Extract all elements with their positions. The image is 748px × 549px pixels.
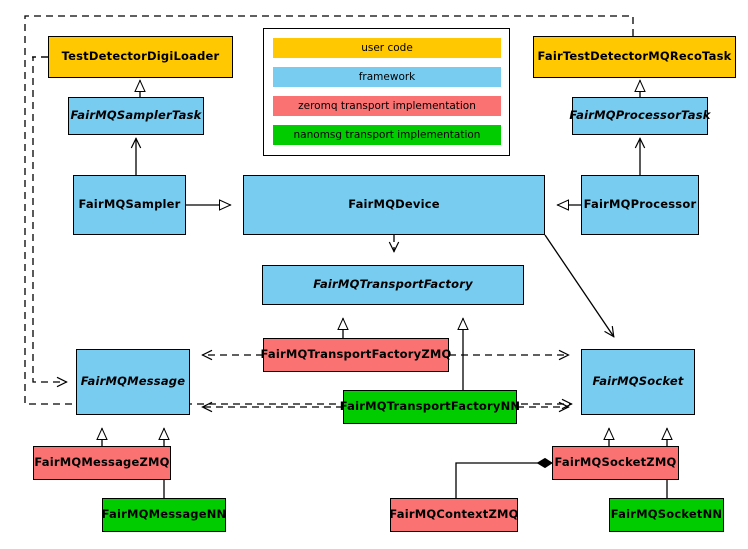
class-node-FairMQSocketNN[interactable]: FairMQSocketNN: [609, 498, 724, 532]
class-node-FairMQTransportFactoryNN[interactable]: FairMQTransportFactoryNN: [340, 390, 520, 424]
class-node-FairMQMessageZMQ[interactable]: FairMQMessageZMQ: [33, 446, 171, 480]
class-node-label: FairMQSocketNN: [610, 507, 723, 522]
class-node-FairMQMessageNN[interactable]: FairMQMessageNN: [102, 498, 226, 532]
class-node-FairMQProcessorTask[interactable]: FairMQProcessorTask: [569, 97, 711, 135]
class-node-FairMQSampler[interactable]: FairMQSampler: [73, 175, 186, 235]
class-node-FairMQTransportFactoryZMQ[interactable]: FairMQTransportFactoryZMQ: [260, 338, 452, 372]
class-node-FairMQContextZMQ[interactable]: FairMQContextZMQ: [389, 498, 519, 532]
class-node-label: FairMQProcessor: [583, 197, 697, 212]
class-node-label: FairMQSamplerTask: [70, 108, 202, 123]
class-node-label: FairMQDevice: [348, 197, 440, 212]
class-node-label: FairMQSocket: [592, 374, 684, 389]
class-node-label: FairMQSampler: [78, 197, 181, 212]
edge-socketzmq-composes-contextzmq: [455, 457, 553, 498]
legend: user code framework zeromq transport imp…: [263, 28, 510, 156]
legend-label-zeromq: zeromq transport implementation: [298, 100, 476, 112]
class-node-label: FairMQMessageNN: [101, 507, 227, 522]
class-node-label: FairTestDetectorMQRecoTask: [537, 49, 732, 64]
class-node-FairMQDevice[interactable]: FairMQDevice: [243, 175, 545, 235]
class-node-FairMQTransportFactory[interactable]: FairMQTransportFactory: [262, 265, 524, 305]
legend-label-nanomsg: nanomsg transport implementation: [293, 129, 481, 141]
class-node-FairMQSocket[interactable]: FairMQSocket: [581, 349, 695, 415]
class-node-label: FairMQProcessorTask: [569, 108, 711, 123]
legend-item-framework: framework: [273, 67, 501, 87]
legend-item-nanomsg: nanomsg transport implementation: [273, 125, 501, 145]
class-node-label: FairMQTransportFactoryNN: [339, 399, 521, 414]
class-node-FairMQMessage[interactable]: FairMQMessage: [76, 349, 190, 415]
class-node-label: FairMQSocketZMQ: [554, 455, 677, 470]
class-node-FairTestDetectorMQRecoTask[interactable]: FairTestDetectorMQRecoTask: [533, 36, 736, 78]
legend-label-framework: framework: [358, 71, 416, 83]
class-node-label: TestDetectorDigiLoader: [61, 49, 220, 64]
legend-item-zeromq: zeromq transport implementation: [273, 96, 501, 116]
class-node-label: FairMQTransportFactoryZMQ: [260, 347, 452, 362]
class-node-FairMQProcessor[interactable]: FairMQProcessor: [581, 175, 699, 235]
class-node-label: FairMQMessageZMQ: [34, 455, 170, 470]
legend-item-user-code: user code: [273, 38, 501, 58]
class-node-label: FairMQMessage: [80, 374, 186, 389]
class-node-FairMQSocketZMQ[interactable]: FairMQSocketZMQ: [552, 446, 679, 480]
class-node-label: FairMQTransportFactory: [313, 277, 473, 292]
edge-digiloader-to-message-body: [32, 56, 68, 388]
class-node-TestDetectorDigiLoader[interactable]: TestDetectorDigiLoader: [48, 36, 233, 78]
class-node-label: FairMQContextZMQ: [389, 507, 519, 522]
legend-label-user-code: user code: [361, 42, 413, 54]
class-node-FairMQSamplerTask[interactable]: FairMQSamplerTask: [68, 97, 204, 135]
edge-device-to-socket: [544, 234, 615, 338]
